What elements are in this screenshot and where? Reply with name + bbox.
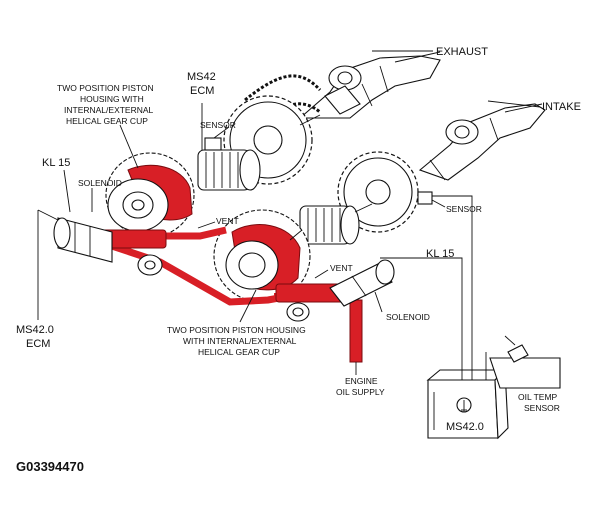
exhaust-label: EXHAUST: [436, 46, 488, 58]
engine-oil-line1: ENGINE: [345, 376, 378, 386]
solenoid-right-label: SOLENOID: [386, 312, 430, 322]
figure-code: G03394470: [16, 459, 84, 474]
engine-oil-line2: OIL SUPPLY: [336, 387, 385, 397]
piston-housing-top-line2: HOUSING WITH: [80, 94, 144, 104]
leader-lines: [63, 50, 541, 375]
vent-upper-label: VENT: [216, 216, 239, 226]
ms420-ecm-left-line2: ECM: [26, 338, 50, 350]
oil-temp-line2: SENSOR: [524, 403, 560, 413]
ecm-box-label: MS42.0: [446, 421, 484, 433]
oil-temp-sensor: [489, 335, 561, 389]
intake-helical-gear: [299, 203, 373, 245]
oil-temp-line1: OIL TEMP: [518, 392, 558, 402]
exhaust-camshaft: [298, 51, 441, 119]
sensor-top-label: SENSOR: [200, 120, 236, 130]
upper-piston-housing: [105, 152, 195, 238]
intake-camshaft: [418, 103, 546, 181]
intake-label: INTAKE: [542, 101, 581, 113]
lower-solenoid: [286, 259, 395, 322]
kl15-right-label: KL 15: [426, 248, 454, 260]
lower-piston-housing: [213, 209, 311, 303]
piston-housing-bottom-line2: WITH INTERNAL/EXTERNAL: [183, 336, 297, 346]
ms420-ecm-left-line1: MS42.0: [16, 324, 54, 336]
piston-housing-bottom-line1: TWO POSITION PISTON HOUSING: [167, 325, 306, 335]
solenoid-left-label: SOLENOID: [78, 178, 122, 188]
sensor-right-label: SENSOR: [446, 204, 482, 214]
wiring: [37, 103, 487, 380]
exhaust-cam-sensor: [204, 137, 222, 151]
vent-lower-label: VENT: [330, 263, 353, 273]
ms42-ecm-top-line2: ECM: [190, 85, 214, 97]
piston-housing-top-line3: INTERNAL/EXTERNAL: [64, 105, 154, 115]
ms42-ecm-top-line1: MS42: [187, 71, 216, 83]
upper-solenoid: [53, 217, 163, 276]
kl15-left-label: KL 15: [42, 157, 70, 169]
piston-housing-top-line1: TWO POSITION PISTON: [57, 83, 154, 93]
intake-cam-sensor: [417, 191, 433, 205]
exhaust-helical-gear: [197, 149, 261, 191]
timing-chain: [244, 74, 322, 122]
piston-housing-top-line4: HELICAL GEAR CUP: [66, 116, 148, 126]
piston-housing-bottom-line3: HELICAL GEAR CUP: [198, 347, 280, 357]
